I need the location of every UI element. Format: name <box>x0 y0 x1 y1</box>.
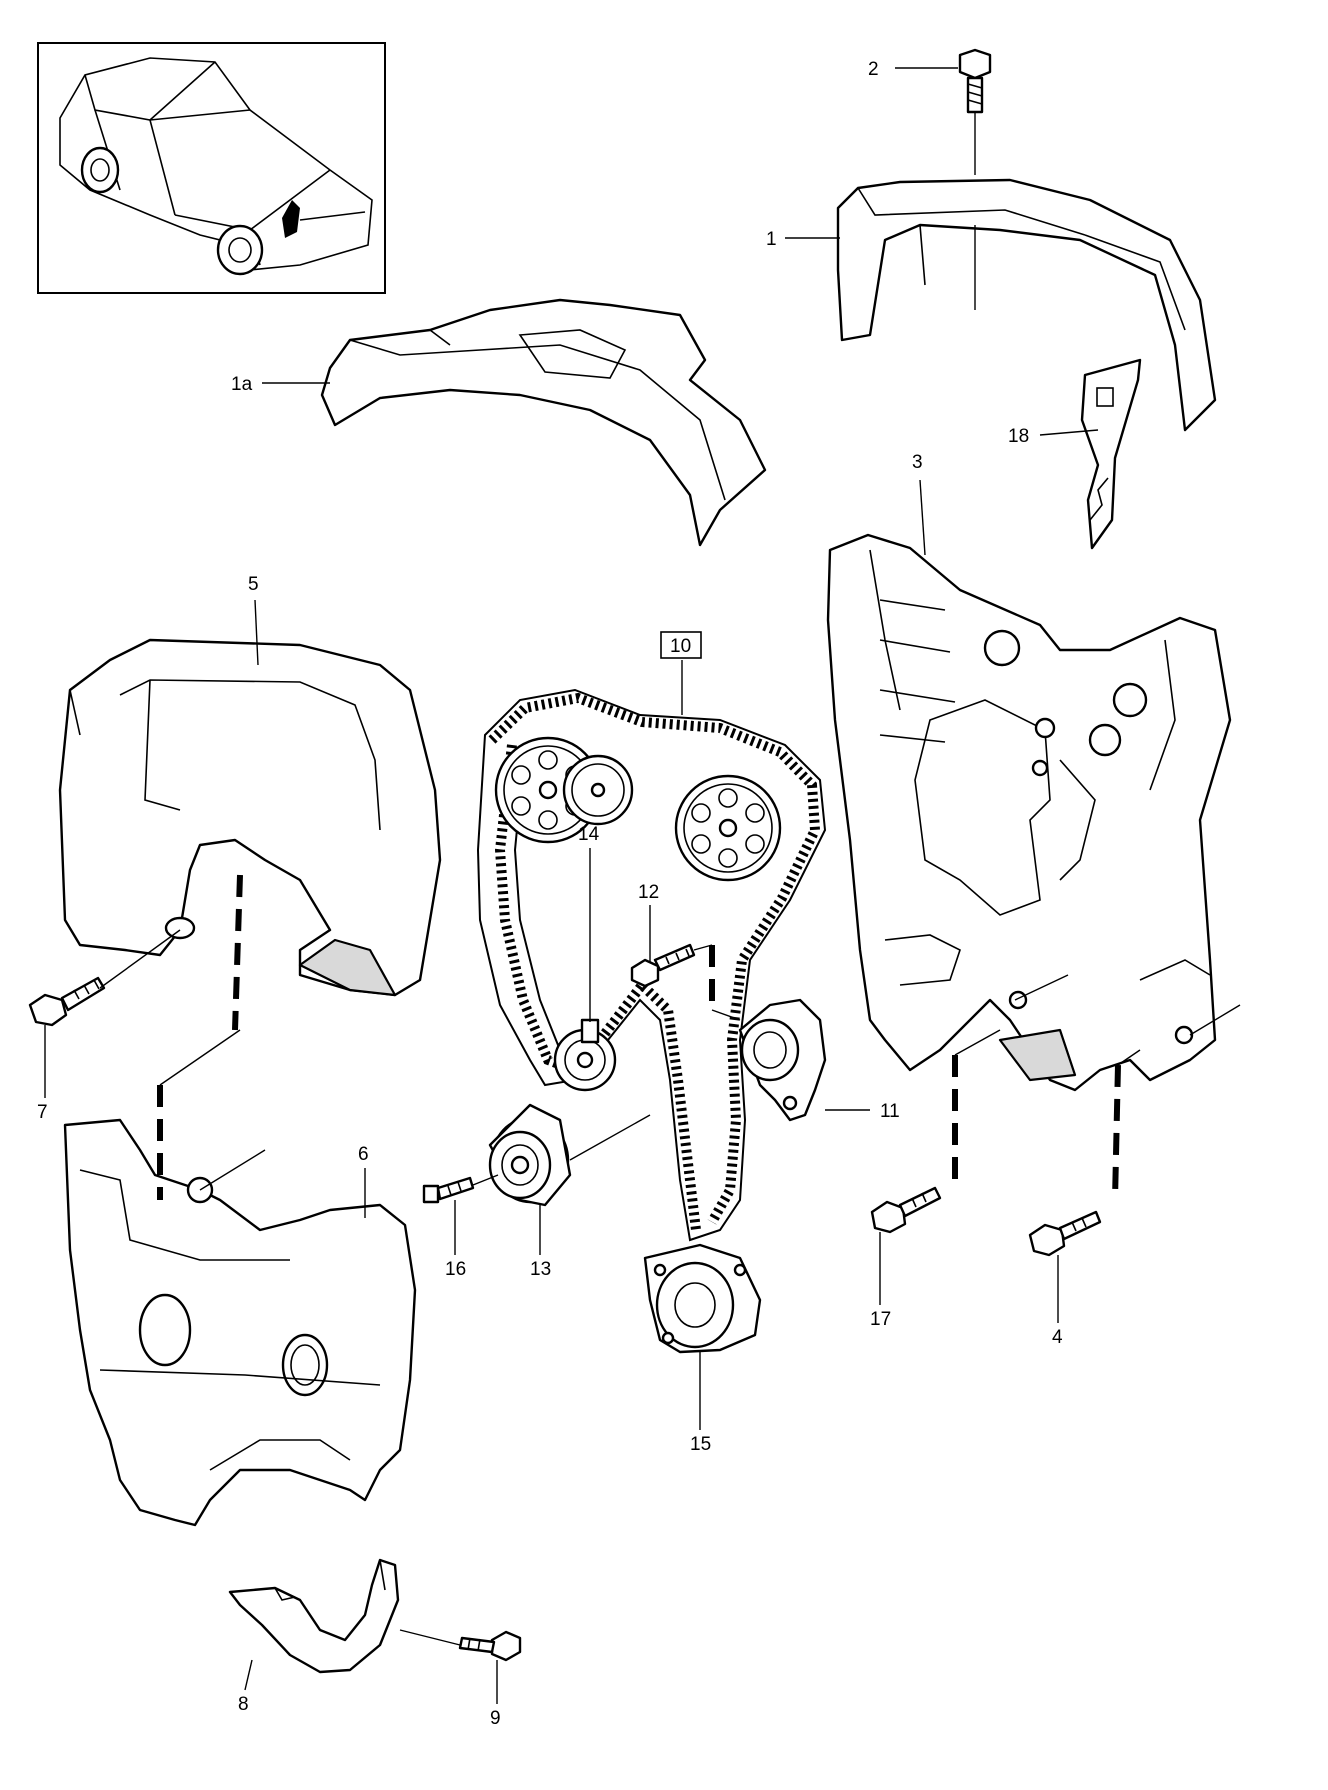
callout-14: 14 <box>578 824 600 845</box>
callout-6: 6 <box>358 1144 369 1165</box>
callout-7: 7 <box>37 1102 48 1123</box>
bolt-part-17 <box>870 1186 942 1234</box>
callout-16: 16 <box>445 1259 466 1280</box>
callout-9: 9 <box>490 1708 501 1729</box>
callout-13: 13 <box>530 1259 551 1280</box>
bracket-part-18 <box>1080 358 1142 550</box>
idler-pulley-part-14 <box>553 1018 617 1092</box>
callout-10: 10 <box>670 636 691 657</box>
bolt-part-12 <box>630 943 696 988</box>
callout-5: 5 <box>248 574 259 595</box>
upper-inner-cover-part-1a <box>320 298 767 547</box>
callout-12: 12 <box>638 882 659 903</box>
callout-18: 18 <box>1008 426 1029 447</box>
camshaft-sprocket-left <box>494 736 602 844</box>
vehicle-locator-inset <box>37 42 386 294</box>
callout-10-box <box>660 631 702 659</box>
upper-front-cover-part-5 <box>58 638 442 997</box>
bolt-part-2 <box>958 48 992 114</box>
lower-cover-part-6 <box>63 1118 417 1527</box>
callout-3: 3 <box>912 452 923 473</box>
camshaft-sprocket-right <box>674 774 782 882</box>
engine-location-marker <box>282 200 300 238</box>
callout-11: 11 <box>880 1101 900 1122</box>
callout-4: 4 <box>1052 1327 1063 1348</box>
callout-2: 2 <box>868 59 879 80</box>
callout-1a: 1a <box>231 374 253 395</box>
camshaft-gear-teeth <box>562 754 634 826</box>
rear-timing-cover-part-3 <box>826 533 1232 1092</box>
callout-leaders <box>44 67 1099 1704</box>
lower-cover-part-8 <box>228 1558 400 1674</box>
bolt-part-4 <box>1028 1210 1102 1257</box>
idler-pulley-part-13 <box>488 1103 572 1207</box>
callout-8: 8 <box>238 1694 249 1715</box>
callout-17: 17 <box>870 1309 891 1330</box>
assembly-guide-lines <box>99 112 1241 1646</box>
timing-belt-part-10 <box>476 688 827 1242</box>
bolt-part-16 <box>422 1176 475 1204</box>
pump-pulley-part-15 <box>643 1243 762 1354</box>
bolt-part-7 <box>28 976 106 1027</box>
callout-1: 1 <box>766 229 777 250</box>
bolt-part-9 <box>458 1630 522 1662</box>
upper-outer-cover-part-1 <box>836 178 1217 432</box>
callout-15: 15 <box>690 1434 711 1455</box>
tensioner-part-11 <box>738 998 827 1122</box>
callout-labels: 2 1 1a 18 3 5 10 12 14 11 7 6 16 13 17 4… <box>37 59 1063 1729</box>
